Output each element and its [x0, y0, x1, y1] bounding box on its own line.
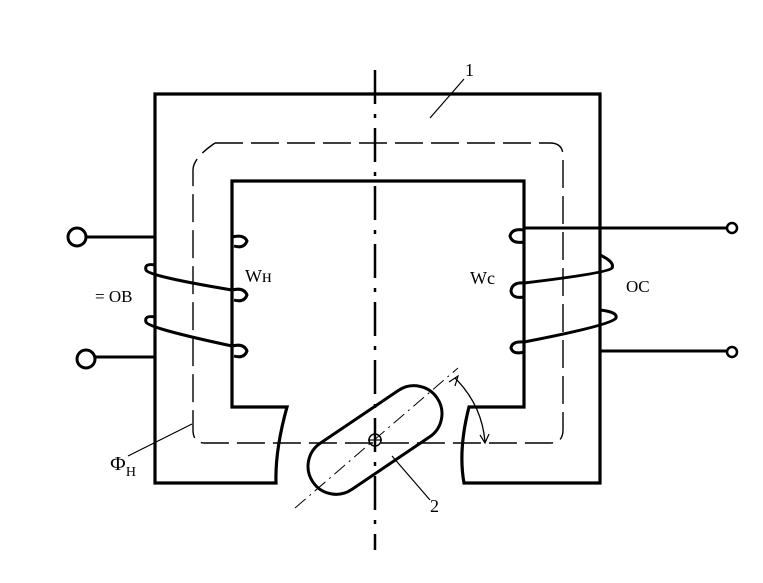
- flux-label: ФН: [110, 453, 136, 480]
- magnetic-core: [153, 92, 602, 485]
- excitation-label: = OB: [95, 287, 132, 306]
- output-label: OC: [626, 277, 650, 296]
- output-terminal-top: [725, 221, 739, 235]
- winding-n-label: Wн: [245, 266, 272, 286]
- part-1-label: 1: [465, 60, 474, 80]
- flux-leader: [127, 423, 193, 457]
- rotation-angle-arc: [454, 377, 486, 443]
- rotor-axis-line: [294, 367, 459, 509]
- rotor: [306, 384, 444, 496]
- part-2-label: 2: [430, 496, 439, 516]
- flux-path: [192, 142, 564, 444]
- output-terminal-bottom: [725, 345, 739, 359]
- excitation-terminal-bottom: [75, 348, 97, 370]
- flux-symbol: Ф: [110, 453, 126, 475]
- excitation-terminal-top: [66, 226, 88, 248]
- output-winding: [508, 228, 618, 355]
- winding-c-label: Wc: [470, 268, 495, 288]
- flux-subscript: Н: [126, 465, 136, 480]
- excitation-winding: [144, 234, 249, 359]
- part-2-leader: [391, 455, 431, 501]
- part-1-leader: [429, 78, 465, 119]
